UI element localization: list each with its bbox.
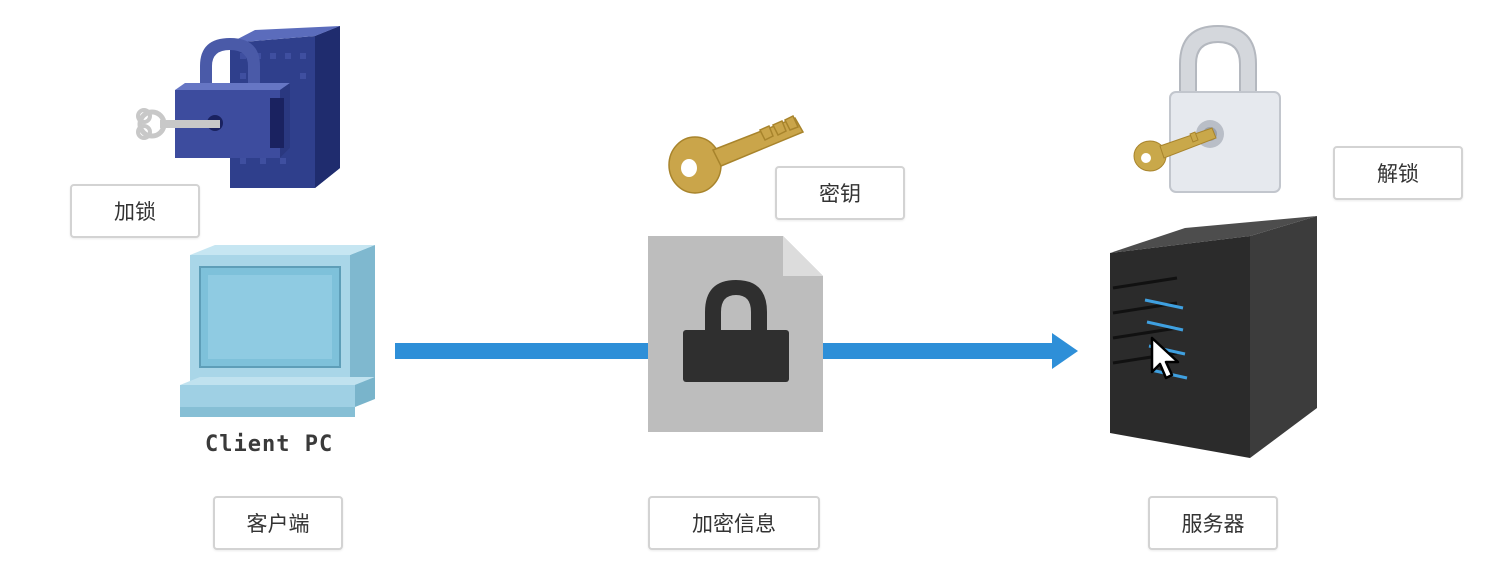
lock-label: 加锁 (70, 184, 200, 238)
client-pc-icon (180, 245, 375, 417)
unlock-label: 解锁 (1333, 146, 1463, 200)
open-padlock-with-key-icon (1133, 24, 1281, 193)
locked-document-icon (648, 236, 823, 432)
server-label: 服务器 (1148, 496, 1278, 550)
client-pc-caption: Client PC (205, 432, 334, 457)
mouse-cursor-icon (1150, 336, 1180, 380)
server-tower-icon (1110, 216, 1317, 458)
key-label: 密钥 (775, 166, 905, 220)
encrypted-info-label: 加密信息 (648, 496, 820, 550)
client-label: 客户端 (213, 496, 343, 550)
golden-key-icon (668, 114, 805, 194)
padlock-with-key-cube-icon (136, 26, 340, 188)
